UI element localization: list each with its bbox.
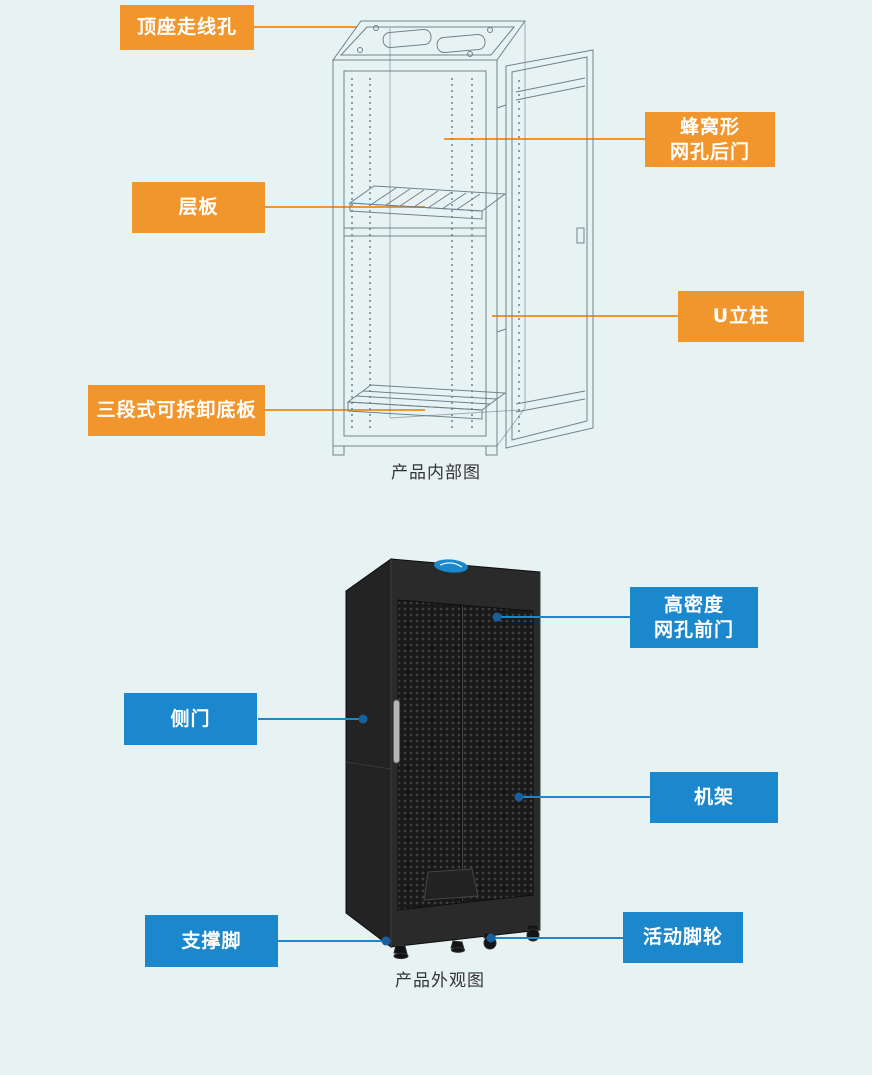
rack-rear-frame: [389, 21, 526, 447]
label-honeycomb-rear-door: 蜂窝形 网孔后门: [645, 112, 775, 167]
rack-mounting-rails: [351, 78, 473, 430]
label-rack-text: 机架: [693, 786, 734, 809]
label-honeycomb-rear-door-line1: 蜂窝形: [679, 115, 740, 138]
anchor-dot-front-door: [492, 612, 502, 622]
internal-view-caption: 产品内部图: [391, 463, 481, 483]
external-cabinet-drawing: [345, 558, 541, 960]
anchor-dot-support-feet: [381, 936, 391, 946]
cabinet-mesh-front-door: [397, 599, 534, 911]
door-bottom-vent-plate: [423, 868, 479, 901]
anchor-dots: [358, 612, 524, 946]
external-leader-lines: [258, 616, 651, 942]
label-support-feet: 支撑脚: [145, 915, 278, 967]
label-bottom-plate: 三段式可拆卸底板: [88, 385, 265, 436]
label-front-door: 高密度 网孔前门: [630, 587, 758, 648]
brand-logo: [434, 559, 468, 573]
rack-bottom-plate: [346, 384, 507, 420]
label-front-door-line1: 高密度: [663, 593, 724, 616]
anchor-dot-side-door: [358, 714, 368, 724]
label-side-door: 侧门: [124, 693, 257, 745]
anchor-dot-rack: [514, 792, 524, 802]
top-cable-vent: [382, 29, 432, 48]
anchor-dot-casters: [486, 933, 496, 943]
label-side-door-text: 侧门: [170, 707, 211, 730]
label-casters-text: 活动脚轮: [642, 926, 723, 949]
cabinet-side-panel: [345, 558, 392, 949]
rack-shelf: [348, 185, 507, 220]
label-u-pillar: U立柱: [678, 291, 804, 342]
external-view-caption: 产品外观图: [395, 971, 485, 991]
front-door-handle: [393, 699, 400, 764]
label-top-cable-hole: 顶座走线孔: [120, 5, 254, 50]
rack-top-panel: [332, 20, 526, 61]
label-shelf-text: 层板: [178, 196, 219, 219]
side-panel-seam: [345, 761, 392, 770]
label-honeycomb-rear-door-line2: 网孔后门: [669, 140, 750, 163]
label-support-feet-text: 支撑脚: [181, 929, 242, 952]
door-hinges: [496, 104, 507, 333]
door-latch: [576, 227, 585, 244]
label-casters: 活动脚轮: [623, 912, 743, 963]
label-bottom-plate-text: 三段式可拆卸底板: [96, 399, 257, 422]
rack-rear-door-open: [496, 49, 594, 449]
label-shelf: 层板: [132, 182, 265, 233]
support-feet: [393, 940, 465, 960]
top-cable-vent: [436, 34, 486, 53]
internal-rack-drawing: [332, 20, 594, 456]
label-u-pillar-text: U立柱: [712, 305, 770, 328]
label-rack: 机架: [650, 772, 778, 823]
label-top-cable-hole-text: 顶座走线孔: [136, 16, 237, 39]
label-front-door-line2: 网孔前门: [653, 618, 734, 641]
rack-feet: [332, 445, 498, 456]
